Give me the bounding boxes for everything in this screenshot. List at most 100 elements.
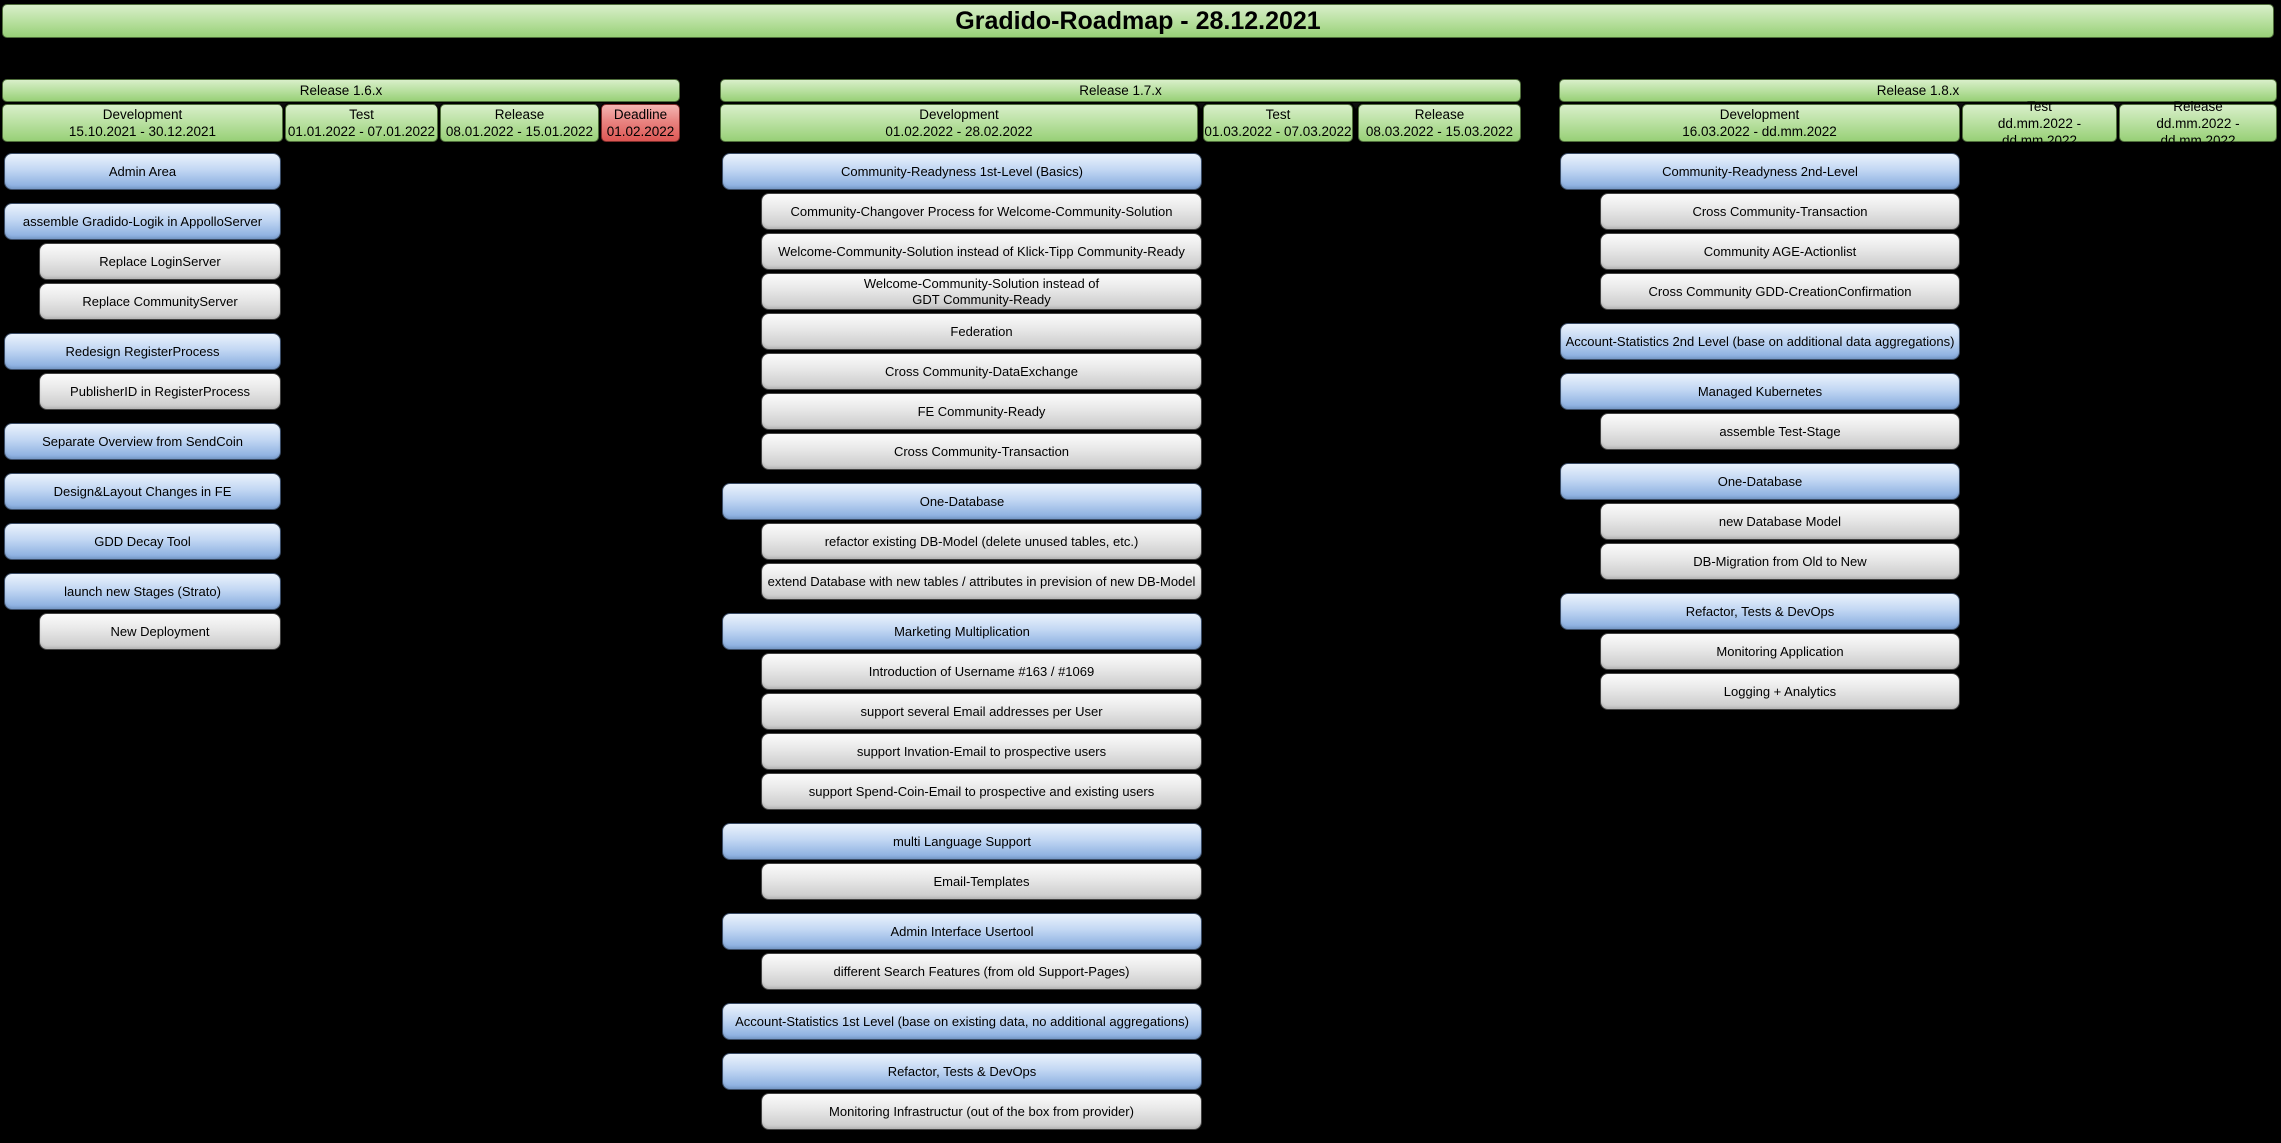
task-group: Community-Readyness 2nd-Level Cross Comm… [1560, 153, 1960, 313]
child-task-box: Community AGE-Actionlist [1600, 233, 1960, 270]
parent-task-box: One-Database [722, 483, 1202, 520]
phase-dates: 01.02.2022 - 28.02.2022 [885, 124, 1033, 139]
parent-task-box: launch new Stages (Strato) [4, 573, 281, 610]
phase-development: Development 01.02.2022 - 28.02.2022 [720, 104, 1198, 142]
task-group: Marketing Multiplication Introduction of… [722, 613, 1202, 813]
tasks-column-16: Admin Area assemble Gradido-Logik in App… [4, 153, 281, 663]
task-group: Refactor, Tests & DevOps Monitoring Infr… [722, 1053, 1202, 1133]
release-16-name: Release 1.6.x [299, 83, 383, 98]
child-task-box: Replace LoginServer [39, 243, 281, 280]
phase-label: Development [102, 107, 183, 122]
release-17-name: Release 1.7.x [1079, 83, 1162, 98]
release-18-header: Release 1.8.x Development 16.03.2022 - d… [1559, 79, 2277, 148]
task-group: Community-Readyness 1st-Level (Basics) C… [722, 153, 1202, 473]
phase-dates: dd.mm.2022 - dd.mm.2022 [2156, 115, 2240, 148]
parent-task-box: One-Database [1560, 463, 1960, 500]
phase-dates: 15.10.2021 - 30.12.2021 [68, 124, 217, 139]
parent-task-box: Refactor, Tests & DevOps [722, 1053, 1202, 1090]
phase-label: Release [2173, 98, 2223, 114]
phase-dates: 01.02.2022 [606, 124, 675, 139]
phase-label: Test [349, 107, 374, 122]
phase-label: Deadline [613, 107, 668, 122]
phase-dates: 01.03.2022 - 07.03.2022 [1204, 124, 1352, 139]
task-group: multi Language Support Email-Templates [722, 823, 1202, 903]
child-task-box: Cross Community GDD-CreationConfirmation [1600, 273, 1960, 310]
phase-dates: 01.01.2022 - 07.01.2022 [287, 124, 436, 139]
phase-label: Release [1414, 107, 1465, 122]
release-16-header: Release 1.6.x Development 15.10.2021 - 3… [2, 79, 680, 142]
task-group: Managed Kubernetes assemble Test-Stage [1560, 373, 1960, 453]
release-16-bar: Release 1.6.x [2, 79, 680, 102]
parent-task-box: Marketing Multiplication [722, 613, 1202, 650]
parent-task-box: Community-Readyness 1st-Level (Basics) [722, 153, 1202, 190]
phase-label: Release [494, 107, 545, 122]
roadmap-title-bar: Gradido-Roadmap - 28.12.2021 [2, 4, 2274, 38]
child-task-box: support Invation-Email to prospective us… [761, 733, 1202, 770]
release-17-header: Release 1.7.x Development 01.02.2022 - 2… [720, 79, 1521, 142]
parent-task-box: GDD Decay Tool [4, 523, 281, 560]
child-task-box: Monitoring Infrastructur (out of the box… [761, 1093, 1202, 1130]
task-group: Account-Statistics 2nd Level (base on ad… [1560, 323, 1960, 363]
task-group: Admin Interface Usertool different Searc… [722, 913, 1202, 993]
child-task-box: Cross Community-DataExchange [761, 353, 1202, 390]
parent-task-box: Design&Layout Changes in FE [4, 473, 281, 510]
parent-task-box: Redesign RegisterProcess [4, 333, 281, 370]
phase-release: Release 08.03.2022 - 15.03.2022 [1352, 103, 1521, 142]
task-group: One-Database new Database Model DB-Migra… [1560, 463, 1960, 583]
release-18-name: Release 1.8.x [1876, 83, 1960, 98]
task-group: Admin Area [4, 153, 281, 193]
child-task-box: refactor existing DB-Model (delete unuse… [761, 523, 1202, 560]
child-task-box: New Deployment [39, 613, 281, 650]
phase-label: Development [1719, 107, 1800, 122]
phase-label: Test [1265, 107, 1291, 122]
child-task-box: Monitoring Application [1600, 633, 1960, 670]
phase-test: Test 01.03.2022 - 07.03.2022 [1197, 103, 1353, 142]
parent-task-box: Separate Overview from SendCoin [4, 423, 281, 460]
task-group: assemble Gradido-Logik in AppolloServer … [4, 203, 281, 323]
release-17-bar: Release 1.7.x [720, 79, 1521, 102]
phase-label: Test [2027, 98, 2052, 114]
roadmap-title: Gradido-Roadmap - 28.12.2021 [955, 6, 1321, 35]
release-18-phases: Development 16.03.2022 - dd.mm.2022 Test… [1559, 99, 2277, 148]
parent-task-box: Community-Readyness 2nd-Level [1560, 153, 1960, 190]
child-task-box: assemble Test-Stage [1600, 413, 1960, 450]
child-task-box: new Database Model [1600, 503, 1960, 540]
parent-task-box: Managed Kubernetes [1560, 373, 1960, 410]
phase-development: Development 16.03.2022 - dd.mm.2022 [1559, 104, 1960, 142]
release-16-phases: Development 15.10.2021 - 30.12.2021 Test… [2, 103, 680, 142]
child-task-box: Federation [761, 313, 1202, 350]
task-group: GDD Decay Tool [4, 523, 281, 563]
tasks-column-17: Community-Readyness 1st-Level (Basics) C… [722, 153, 1202, 1143]
task-group: Design&Layout Changes in FE [4, 473, 281, 513]
child-task-box: Introduction of Username #163 / #1069 [761, 653, 1202, 690]
parent-task-box: Admin Interface Usertool [722, 913, 1202, 950]
task-group: One-Database refactor existing DB-Model … [722, 483, 1202, 603]
phase-dates: 08.01.2022 - 15.01.2022 [445, 124, 594, 139]
parent-task-box: multi Language Support [722, 823, 1202, 860]
child-task-box: support several Email addresses per User [761, 693, 1202, 730]
phase-label: Development [919, 107, 999, 122]
task-group: launch new Stages (Strato) New Deploymen… [4, 573, 281, 653]
release-18-bar: Release 1.8.x [1559, 79, 2277, 102]
child-task-box: PublisherID in RegisterProcess [39, 373, 281, 410]
task-group: Separate Overview from SendCoin [4, 423, 281, 463]
phase-dates: dd.mm.2022 - dd.mm.2022 [1997, 115, 2082, 148]
phase-development: Development 15.10.2021 - 30.12.2021 [2, 104, 283, 142]
phase-dates: 16.03.2022 - dd.mm.2022 [1682, 124, 1837, 139]
phase-test: Test dd.mm.2022 - dd.mm.2022 [1956, 99, 2117, 148]
parent-task-box: Admin Area [4, 153, 281, 190]
parent-task-box: Refactor, Tests & DevOps [1560, 593, 1960, 630]
tasks-column-18: Community-Readyness 2nd-Level Cross Comm… [1560, 153, 1960, 723]
phase-release: Release 08.01.2022 - 15.01.2022 [434, 103, 599, 142]
child-task-box: extend Database with new tables / attrib… [761, 563, 1202, 600]
child-task-box: Cross Community-Transaction [761, 433, 1202, 470]
phase-dates: 08.03.2022 - 15.03.2022 [1365, 124, 1514, 139]
parent-task-box: Account-Statistics 1st Level (base on ex… [722, 1003, 1202, 1040]
child-task-box: Cross Community-Transaction [1600, 193, 1960, 230]
phase-release: Release dd.mm.2022 - dd.mm.2022 [2113, 99, 2277, 148]
child-task-box: Welcome-Community-Solution instead of GD… [761, 273, 1202, 310]
child-task-box: DB-Migration from Old to New [1600, 543, 1960, 580]
parent-task-box: assemble Gradido-Logik in AppolloServer [4, 203, 281, 240]
child-task-box: support Spend-Coin-Email to prospective … [761, 773, 1202, 810]
